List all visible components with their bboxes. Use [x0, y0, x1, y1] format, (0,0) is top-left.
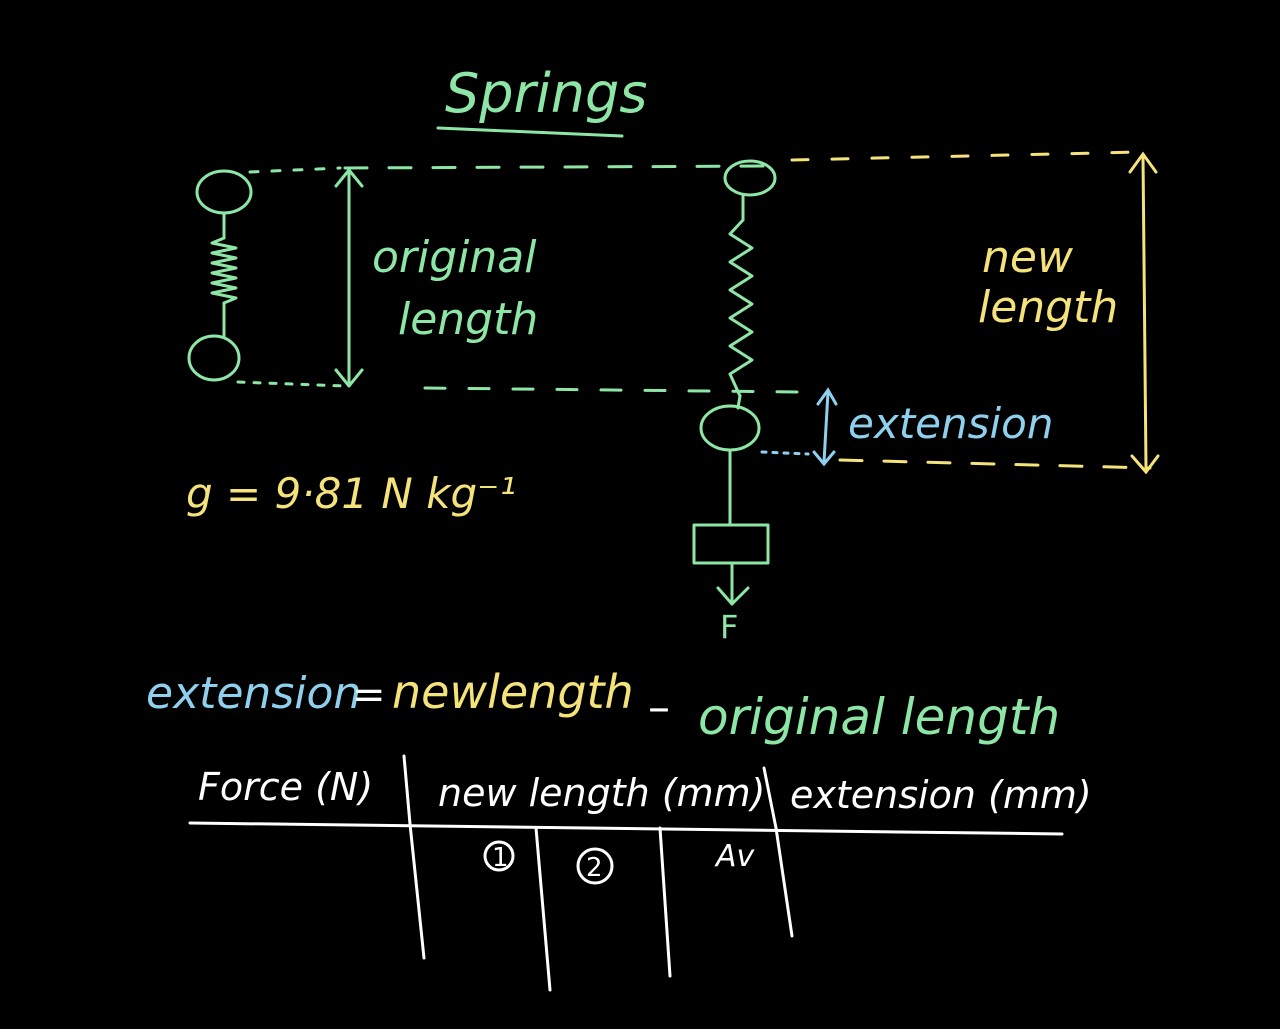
unloaded-spring [187, 169, 253, 382]
force-label: F [720, 608, 738, 646]
equation-equals: = [352, 672, 386, 718]
original-length-label-1: original [372, 232, 537, 283]
bottom-reference-line-dashed [423, 386, 802, 394]
original-length-arrow [334, 168, 364, 388]
spring-coil-right [728, 218, 754, 398]
new-length-bottom-line [838, 458, 1152, 470]
bottom-reference-line [236, 380, 347, 388]
equation-lhs: extension [146, 668, 361, 719]
bottom-ring-right [699, 404, 761, 452]
bottom-ring-left [187, 334, 241, 382]
equation-minus: – [648, 682, 670, 733]
trial-2-circle [576, 847, 614, 885]
hanging-mass [692, 523, 770, 565]
extension-label: extension [848, 399, 1054, 448]
top-reference-line [248, 166, 342, 174]
table-subcol-divider-2 [658, 826, 672, 978]
trial-1-label: 1 [492, 843, 509, 873]
extension-dotted-line [760, 450, 810, 456]
trial-1-circle [483, 840, 515, 872]
top-ring-right [723, 159, 777, 197]
original-length-label-2: length [398, 294, 538, 345]
new-length-label-1: new [982, 232, 1074, 283]
table-col-divider-2 [762, 766, 794, 938]
extension-arrow [812, 387, 838, 467]
top-reference-line-dashed [343, 164, 777, 170]
new-length-arrow [1128, 151, 1160, 475]
top-ring-left [195, 169, 253, 215]
gravity-constant: g = 9·81 N kg⁻¹ [186, 469, 516, 518]
title-underline [436, 126, 624, 138]
table-subcol-divider-1 [534, 826, 552, 992]
spring-coil-left [210, 236, 238, 305]
page-title: Springs [445, 62, 647, 125]
trial-2-label: 2 [586, 853, 603, 883]
loaded-spring: F [692, 159, 777, 646]
extension-equation: extension = newlength – original length [146, 665, 1060, 746]
equation-original-length: original length [698, 688, 1060, 746]
new-length-top-line [790, 150, 1142, 162]
average-label: Av [714, 839, 756, 874]
results-table: Force (N) new length (mm) extension (mm)… [188, 754, 1092, 992]
new-length-label-2: length [978, 282, 1118, 333]
table-header-new-length: new length (mm) [438, 771, 766, 815]
table-header-force: Force (N) [198, 765, 373, 809]
equation-new-length: newlength [392, 665, 634, 719]
table-header-extension: extension (mm) [790, 773, 1092, 817]
table-col-divider-1 [402, 754, 426, 960]
table-header-rule [188, 821, 1064, 836]
force-arrow-head [716, 586, 750, 606]
